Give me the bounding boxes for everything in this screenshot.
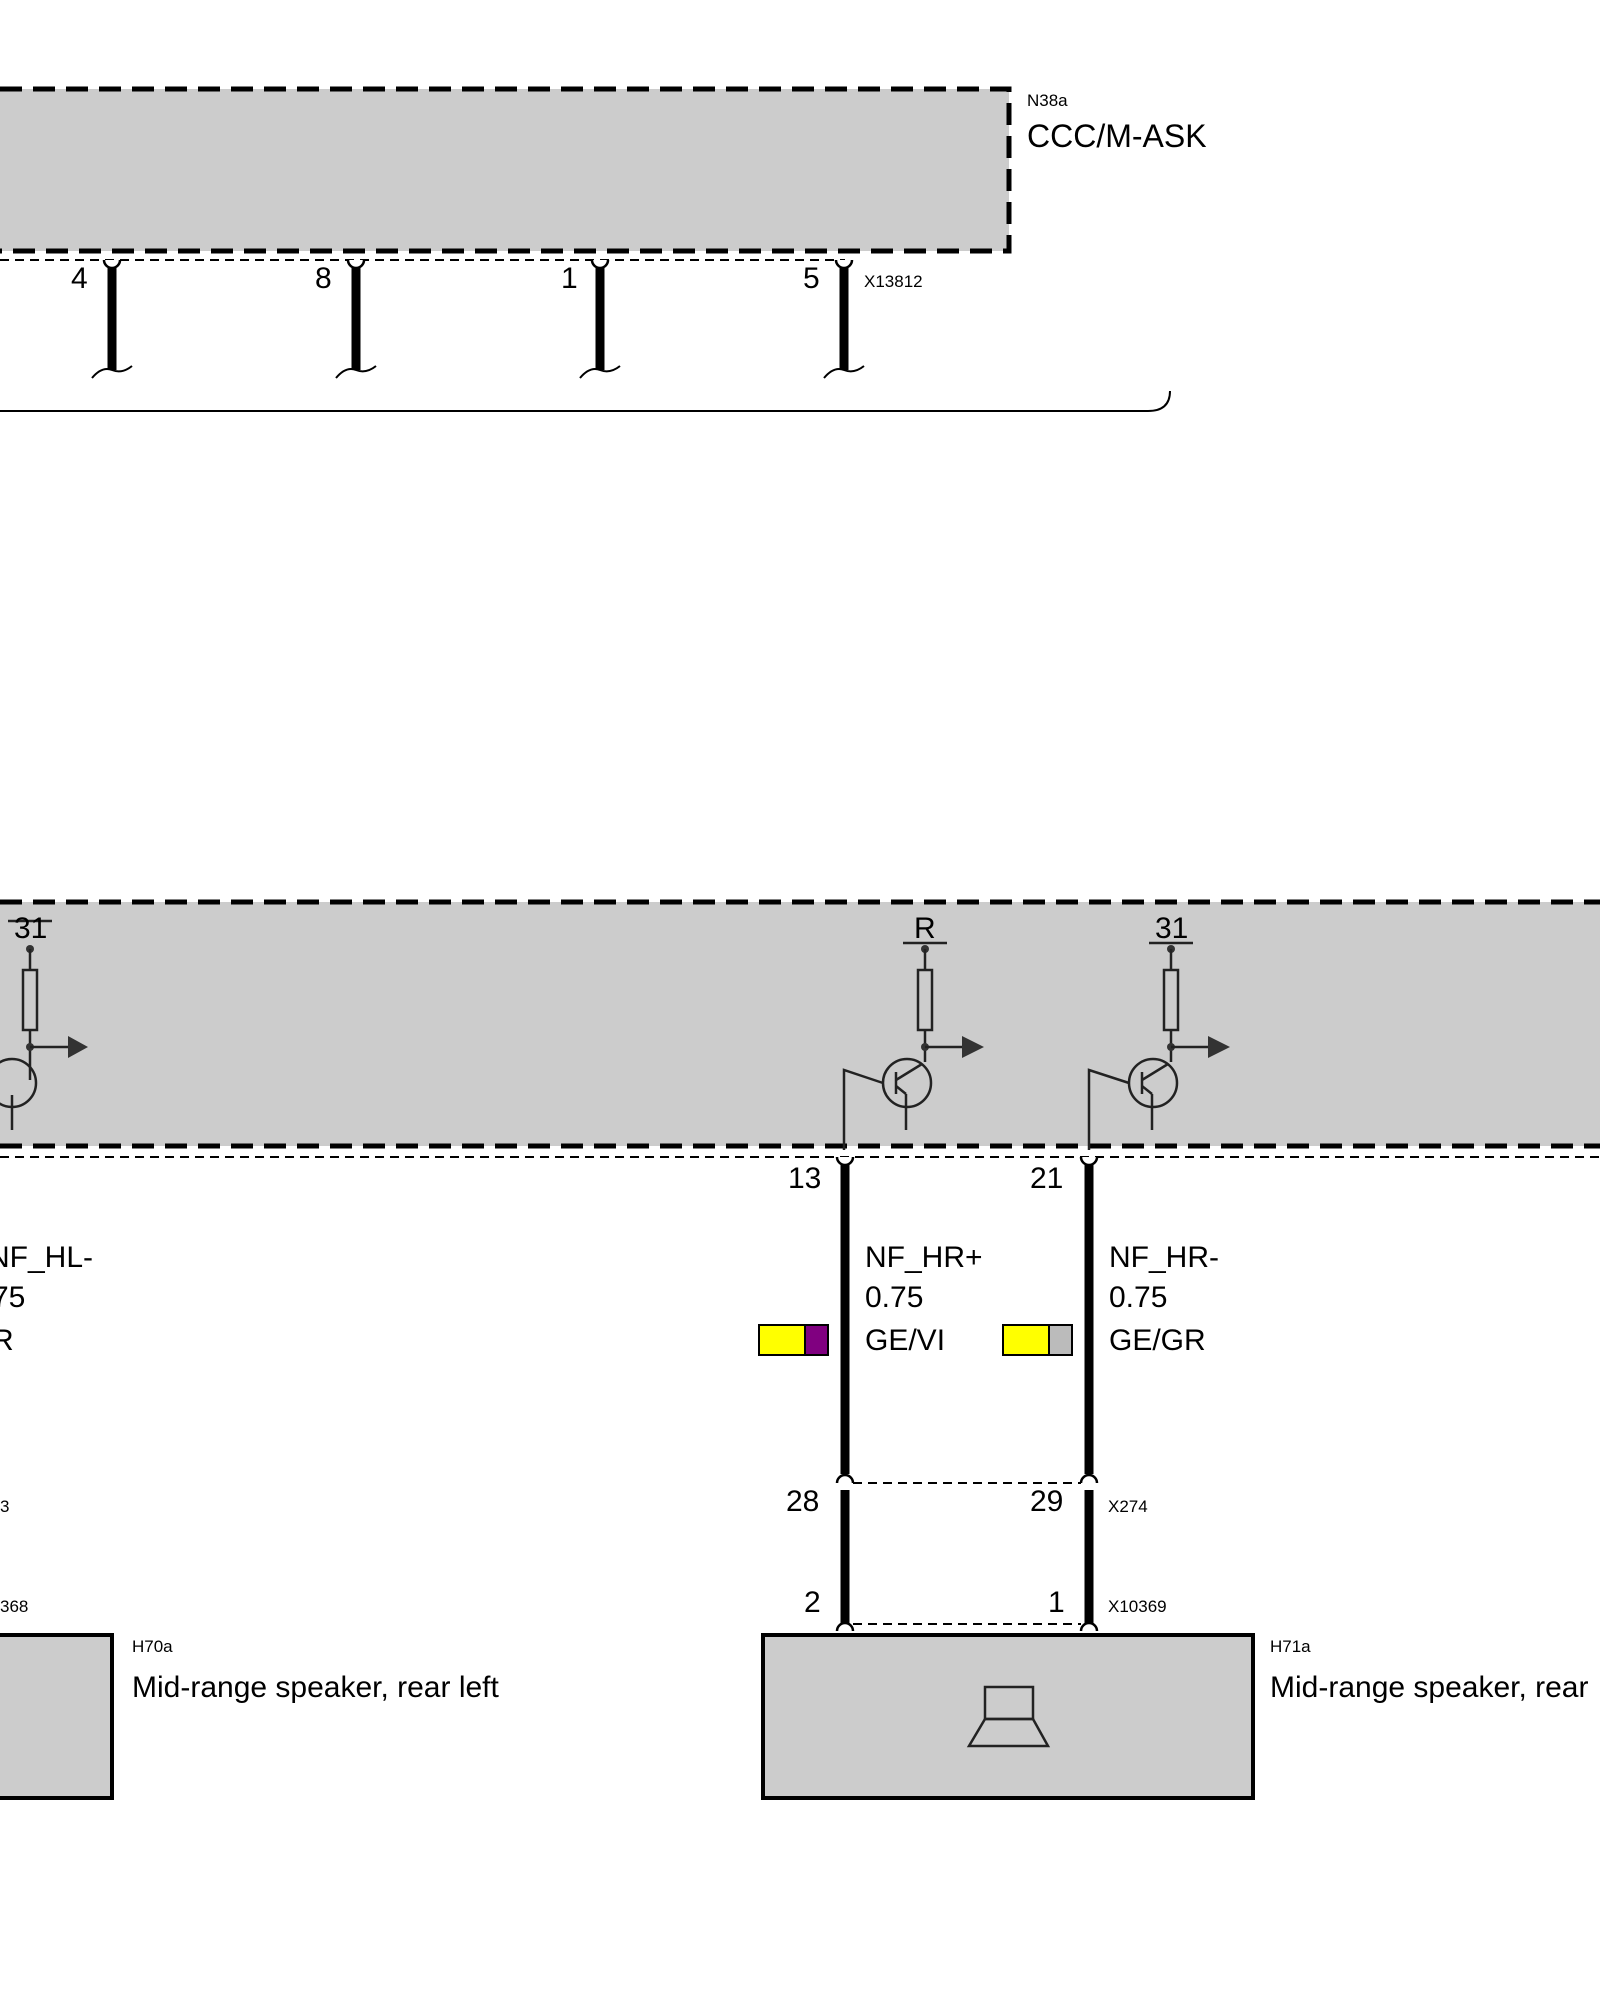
wire-color-nf-hr-plus: GE/VI [865,1324,945,1357]
module-ccc-m-ask[interactable] [0,86,1012,254]
speaker-h70a-box[interactable] [0,1633,114,1800]
pin-13: 13 [788,1162,821,1195]
top-pin-label-5: 5 [803,262,820,295]
wire-nf-hr-plus[interactable] [835,1156,855,1632]
speaker-h71a-name: Mid-range speaker, rear [1270,1671,1589,1704]
top-pin-8[interactable] [335,259,377,379]
top-pin-label-1: 1 [561,262,578,295]
supply-label-31-left: 31 [14,912,47,945]
top-pin-label-8: 8 [315,262,332,295]
wire-color-nf-hr-minus: GE/GR [1109,1324,1206,1357]
color-swatch-ge-gr [1002,1324,1073,1356]
wire-nf-hr-minus[interactable] [1079,1156,1099,1632]
connector-x10369-label: X10369 [1108,1597,1167,1616]
speaker-icon [966,1685,1051,1748]
transistor-circuit-left [0,919,88,1130]
pin-2: 2 [804,1586,821,1619]
wire-label-nf-hr-minus: NF_HR- [1109,1241,1219,1274]
connector-x13812-label: X13812 [864,272,923,291]
pin-28: 28 [786,1485,819,1518]
pin-29: 29 [1030,1485,1063,1518]
top-pin-label-4: 4 [71,262,88,295]
module-top-name: CCC/M-ASK [1027,118,1207,154]
wire-gauge-nf-hl-minus: 75 [0,1281,25,1314]
supply-label-31-right: 31 [1155,912,1188,945]
supply-label-r: R [914,912,936,945]
connector-left-mid-label: 3 [0,1497,9,1516]
speaker-h71a-ref: H71a [1270,1637,1311,1656]
transistor-circuit-hr-minus [1087,941,1230,1150]
top-pin-1[interactable] [579,259,621,379]
speaker-h71a-box[interactable] [761,1633,1255,1800]
transistor-circuit-hr-plus [842,941,984,1150]
top-pin-4[interactable] [91,259,133,379]
speaker-h70a-ref: H70a [132,1637,173,1656]
wire-label-nf-hr-plus: NF_HR+ [865,1241,983,1274]
color-swatch-ge-vi [758,1324,829,1356]
connector-left-bottom-label: 368 [0,1597,28,1616]
wire-gauge-nf-hr-minus: 0.75 [1109,1281,1167,1314]
module-top-ref: N38a [1027,91,1068,110]
pin-21: 21 [1030,1162,1063,1195]
top-pin-5[interactable] [823,259,865,379]
wire-gauge-nf-hr-plus: 0.75 [865,1281,923,1314]
connector-x274-label: X274 [1108,1497,1148,1516]
wire-color-nf-hl-minus: R [0,1324,14,1357]
pin-1: 1 [1048,1586,1065,1619]
wire-label-nf-hl-minus: NF_HL- [0,1241,93,1274]
speaker-h70a-name: Mid-range speaker, rear left [132,1671,500,1704]
harness-bracket [0,390,1171,412]
module-amplifier[interactable] [0,899,1600,1149]
